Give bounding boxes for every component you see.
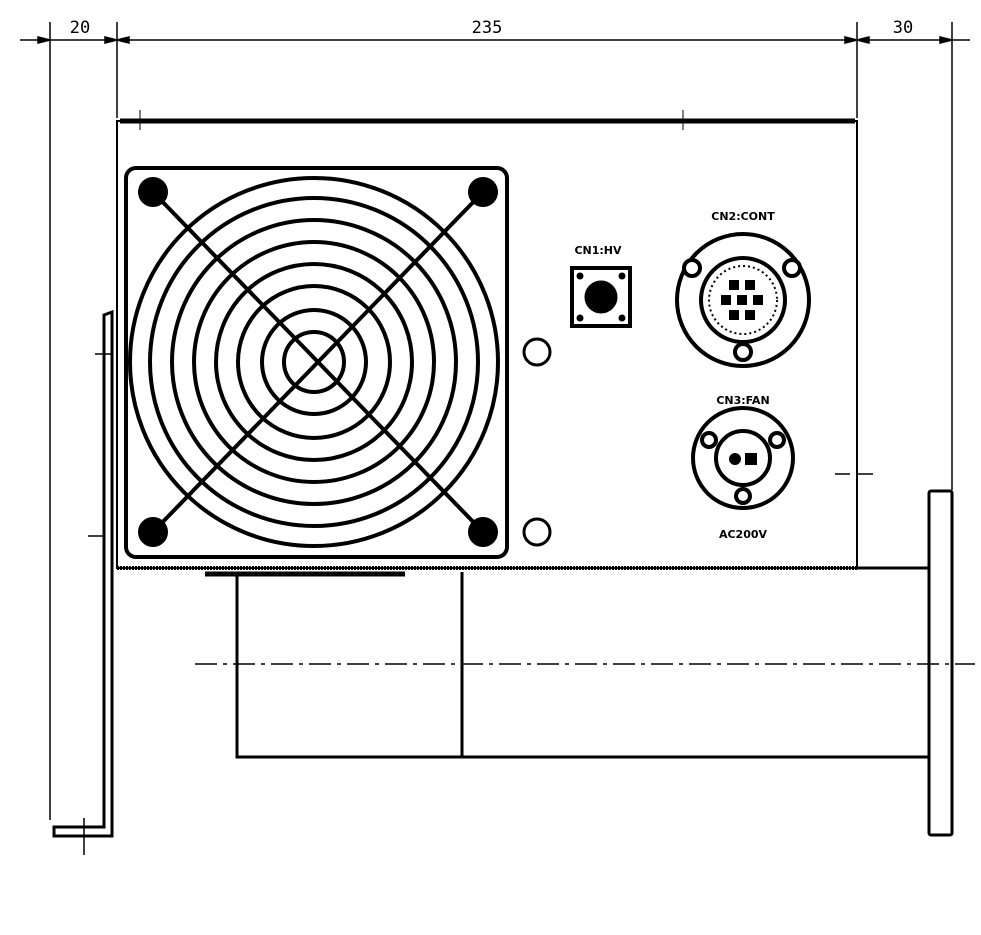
dimension-right: 30 [893, 18, 913, 38]
cn2-cont-connector [675, 232, 811, 368]
mounting-hole [522, 517, 552, 547]
cn3-fan-connector [691, 406, 795, 510]
dimension-lines [20, 22, 970, 820]
front-panel [116, 110, 858, 577]
fan-guard [124, 166, 509, 559]
dimension-left: 20 [70, 18, 90, 38]
cn1-hv-connector [570, 266, 632, 328]
cn3-label: CN3:FAN [716, 394, 769, 407]
power-label: AC200V [719, 528, 768, 541]
mounting-bracket [52, 309, 114, 855]
dimension-center: 235 [472, 18, 503, 38]
cn1-label: CN1:HV [574, 244, 622, 257]
mounting-hole [522, 337, 552, 367]
cn2-label: CN2:CONT [711, 210, 775, 223]
